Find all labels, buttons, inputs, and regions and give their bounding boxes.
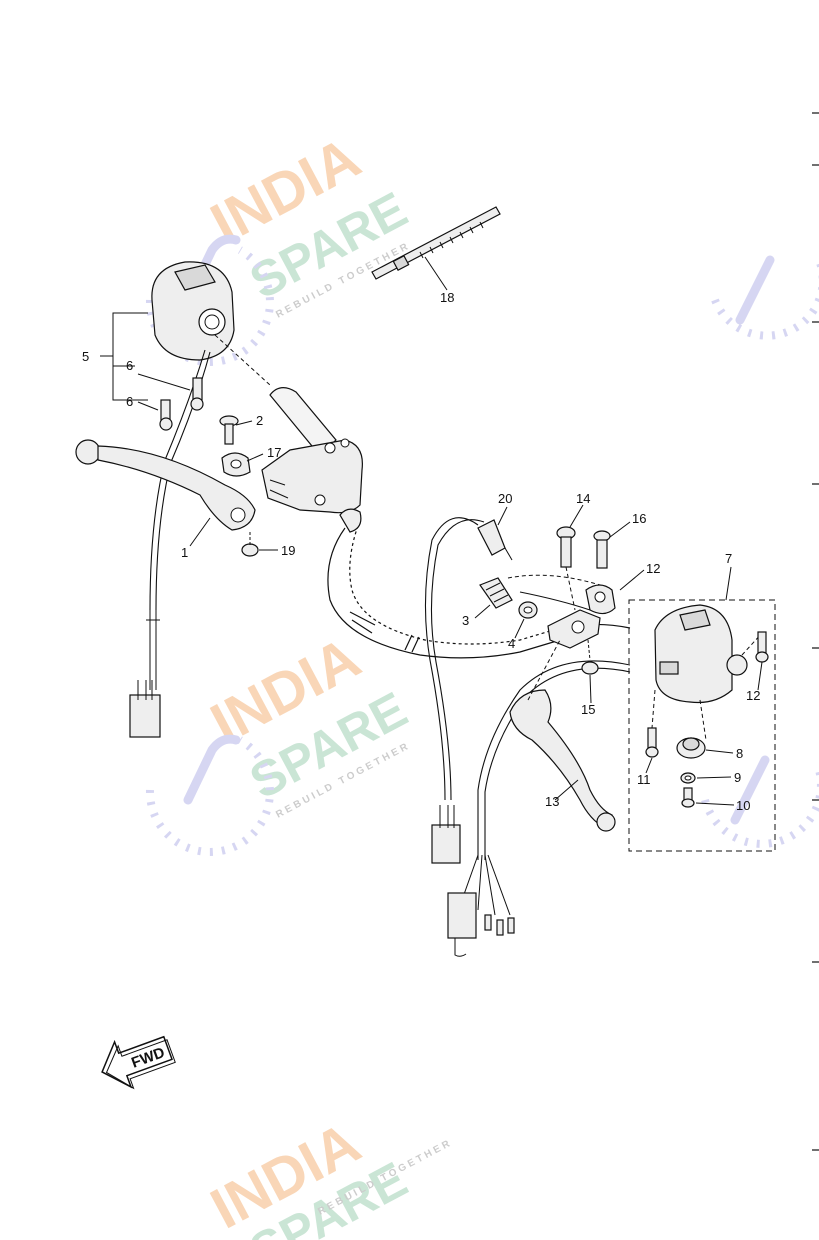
callout-12-lower: 12 <box>746 688 760 703</box>
callout-10: 10 <box>736 798 750 813</box>
right-handlebar-switch-assembly <box>628 599 776 852</box>
callout-16: 16 <box>632 511 646 526</box>
callout-19: 19 <box>281 543 295 558</box>
callout-labels: 5 6 6 2 17 1 19 18 20 14 16 12 7 3 4 15 … <box>82 290 760 813</box>
bolt-14 <box>556 526 576 611</box>
handlebar <box>269 387 631 659</box>
locknut-4 <box>518 601 538 619</box>
bolt-2 <box>219 415 239 445</box>
fwd-arrow-icon: FWD <box>101 1035 176 1090</box>
callout-3: 3 <box>462 613 469 628</box>
adjuster-3 <box>479 577 513 609</box>
nut-19 <box>241 532 259 557</box>
wrench-icon <box>145 734 274 856</box>
callout-2: 2 <box>256 413 263 428</box>
edge-ticks <box>812 112 819 1151</box>
brake-switch-20 <box>424 517 513 864</box>
brake-lever <box>509 639 616 832</box>
callout-13: 13 <box>545 794 559 809</box>
left-handlebar-switch <box>129 261 271 738</box>
nut-15 <box>581 639 599 675</box>
clutch-lever <box>75 439 256 531</box>
plate-17 <box>221 452 251 477</box>
screw-6-upper <box>190 377 204 411</box>
callout-7: 7 <box>725 551 732 566</box>
right-harness <box>447 660 631 957</box>
bolt-16 <box>593 530 611 569</box>
callout-1: 1 <box>181 545 188 560</box>
callout-6-upper: 6 <box>126 358 133 373</box>
clutch-bracket <box>261 438 363 533</box>
callout-8: 8 <box>736 746 743 761</box>
callout-11: 11 <box>637 772 651 787</box>
cable-tie-18 <box>371 206 501 280</box>
watermark-middle: INDIA SPARE REBUILD TOGETHER <box>145 625 416 856</box>
callout-20: 20 <box>498 491 512 506</box>
callout-6-lower: 6 <box>126 394 133 409</box>
callout-17: 17 <box>267 445 281 460</box>
callout-4: 4 <box>508 636 515 651</box>
callout-9: 9 <box>734 770 741 785</box>
lever-holder <box>507 574 616 649</box>
watermark-bottom: INDIA SPARE REBUILD TOGETHER <box>201 1110 455 1240</box>
screw-6-lower <box>159 399 173 431</box>
callout-5: 5 <box>82 349 89 364</box>
callout-14: 14 <box>576 491 590 506</box>
callout-15: 15 <box>581 702 595 717</box>
callout-12-upper: 12 <box>646 561 660 576</box>
callout-18: 18 <box>440 290 454 305</box>
wrench-icon <box>701 255 819 848</box>
leader-lines <box>100 256 763 806</box>
